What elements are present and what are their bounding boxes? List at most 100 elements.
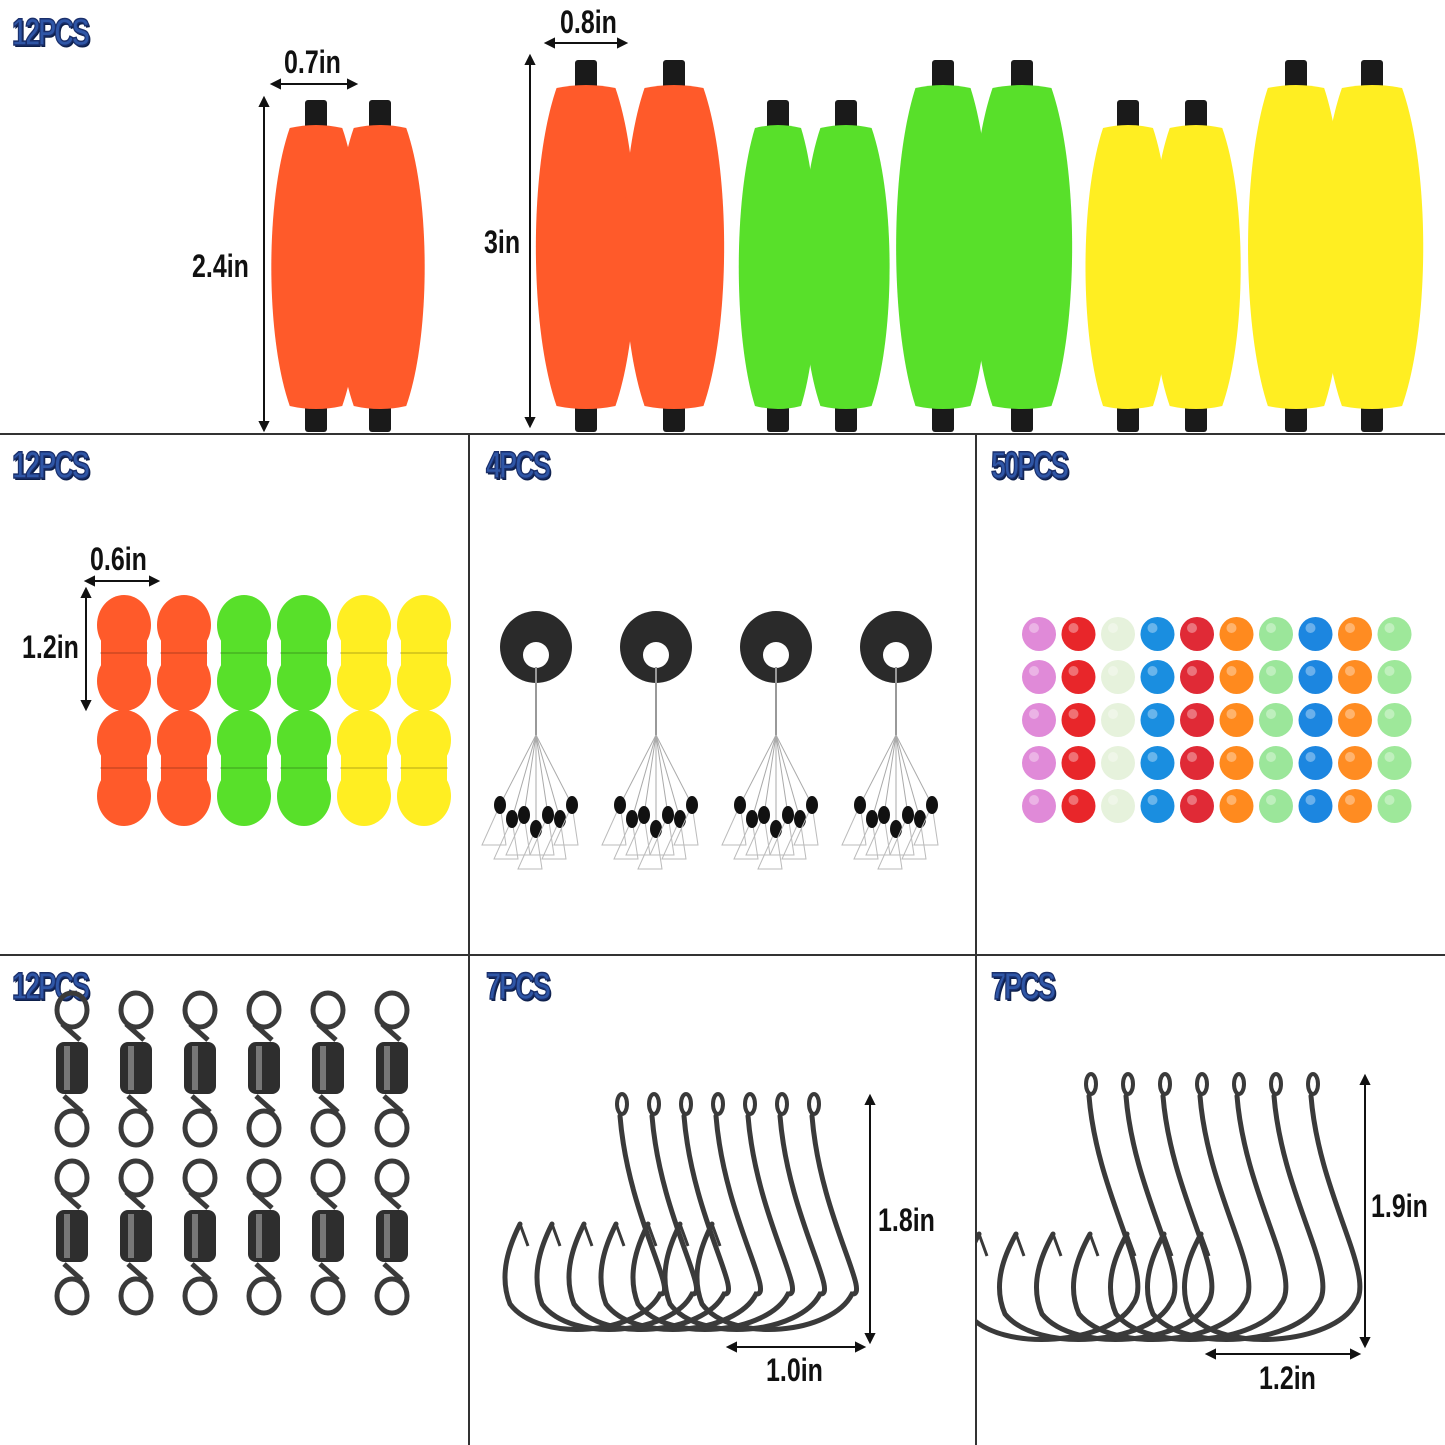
fishing-hook <box>534 1092 699 1332</box>
float-orange-large <box>623 60 725 432</box>
hooks-large-panel: 7PCS 1.9in 1.2in <box>977 956 1445 1445</box>
bobber-peg <box>157 710 211 826</box>
bead <box>1022 660 1056 694</box>
bead <box>1219 789 1254 823</box>
bead <box>1180 703 1214 737</box>
bead <box>1061 789 1096 823</box>
bead <box>1022 789 1056 823</box>
swivel <box>374 1158 410 1316</box>
hooks-small-count-label: 7PCS <box>485 965 551 1009</box>
swivel <box>246 1158 282 1316</box>
bead <box>1377 703 1412 737</box>
bobber-pegs-dimension-arrows <box>80 575 161 712</box>
bead <box>1377 789 1412 823</box>
bobber-stopper <box>721 611 819 870</box>
bobber-pegs-height: 1.2in <box>22 629 79 665</box>
bobber-pegs-panel: 12PCS 0.6in 1.2in <box>0 435 468 954</box>
floats-small-width: 0.7in <box>284 44 341 80</box>
fishing-hook <box>1033 1072 1215 1342</box>
bead <box>1338 746 1372 780</box>
bead <box>1061 660 1096 694</box>
bead <box>1140 703 1175 737</box>
swivel <box>310 990 346 1148</box>
hooks-small-illustration <box>502 1092 876 1353</box>
bead <box>1061 617 1096 651</box>
floats-large-height: 3in <box>484 224 521 260</box>
bead <box>1180 746 1214 780</box>
bobber-peg <box>217 710 271 826</box>
divider-left <box>468 433 470 1445</box>
bead <box>1298 789 1333 823</box>
floats-large-width: 0.8in <box>560 4 617 40</box>
divider-top <box>0 433 1445 435</box>
swivels-group <box>54 990 410 1316</box>
swivels-panel: 12PCS <box>0 956 468 1445</box>
bead <box>1022 703 1056 737</box>
bead <box>1022 617 1056 651</box>
bobber-pegs-width: 0.6in <box>90 541 147 577</box>
floats-group <box>271 60 1424 432</box>
floats-count-label: 12PCS <box>11 11 90 55</box>
fishing-hook <box>1144 1072 1326 1342</box>
bobber-peg <box>277 595 331 711</box>
swivel <box>310 1158 346 1316</box>
bead <box>1377 746 1412 780</box>
bobber-stopper <box>841 611 939 870</box>
bead <box>1259 660 1293 694</box>
fishing-hook <box>598 1092 763 1332</box>
fishing-hook <box>630 1092 795 1332</box>
hooks-small-group <box>502 1092 859 1332</box>
floats-illustration <box>258 37 1424 433</box>
fishing-hook <box>662 1092 827 1332</box>
float-yellow-small <box>1151 100 1241 432</box>
bobber-peg <box>397 595 451 711</box>
stoppers-group <box>481 611 939 870</box>
bobber-pegs-illustration <box>80 575 451 826</box>
bead <box>1298 703 1333 737</box>
swivel <box>118 990 154 1148</box>
fishing-hook <box>566 1092 731 1332</box>
bead <box>1377 660 1412 694</box>
bead <box>1219 703 1254 737</box>
divider-right <box>975 433 977 1445</box>
stoppers-count-label: 4PCS <box>485 444 551 488</box>
swivel <box>182 990 218 1148</box>
bobber-stopper <box>601 611 699 870</box>
float-orange-large <box>535 60 637 432</box>
bead <box>1338 789 1372 823</box>
bead <box>1298 617 1333 651</box>
hooks-large-count-label: 7PCS <box>990 965 1056 1009</box>
bead <box>1180 789 1214 823</box>
floats-small-height: 2.4in <box>192 248 249 284</box>
bead <box>1259 617 1293 651</box>
bead <box>1180 660 1214 694</box>
swivels-illustration <box>54 990 410 1316</box>
bobber-peg <box>337 595 391 711</box>
swivels-count-label: 12PCS <box>11 965 90 1009</box>
fishing-hook <box>1107 1072 1289 1342</box>
swivel <box>182 1158 218 1316</box>
bead <box>1298 660 1333 694</box>
bobber-peg <box>97 595 151 711</box>
bead <box>1140 789 1175 823</box>
fishing-hook <box>1070 1072 1252 1342</box>
float-green-large <box>896 60 990 432</box>
bobber-peg <box>97 710 151 826</box>
bead <box>1180 617 1214 651</box>
bead <box>1338 660 1372 694</box>
bobber-pegs-count-label: 12PCS <box>11 444 90 488</box>
bead <box>1140 617 1175 651</box>
bead <box>1259 703 1293 737</box>
bobber-peg <box>157 595 211 711</box>
hooks-small-panel: 7PCS 1.8in 1.0in <box>470 956 975 1445</box>
float-yellow-small <box>1085 100 1171 432</box>
float-orange-small <box>271 100 361 432</box>
hooks-large-height: 1.9in <box>1371 1188 1428 1224</box>
swivel <box>118 1158 154 1316</box>
hooks-small-height: 1.8in <box>878 1202 935 1238</box>
float-orange-small <box>335 100 425 432</box>
swivel <box>374 990 410 1148</box>
bobber-stopper <box>481 611 579 870</box>
beads-group <box>1022 617 1412 823</box>
swivel <box>246 990 282 1148</box>
